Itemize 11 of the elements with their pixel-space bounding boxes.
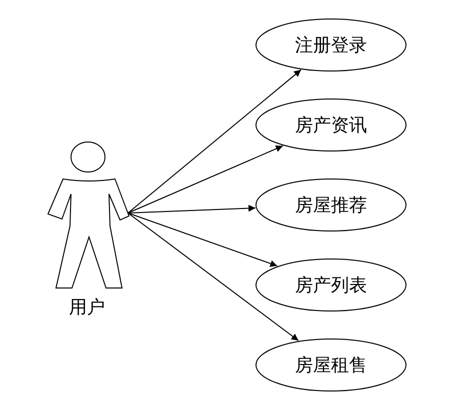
arrow xyxy=(128,212,278,267)
use-case-ellipse: 房屋推荐 xyxy=(255,178,407,232)
arrow xyxy=(128,145,284,214)
use-case-ellipse: 房屋租售 xyxy=(255,338,407,392)
arrow xyxy=(128,69,302,214)
arrow xyxy=(128,212,299,342)
actor-label: 用户 xyxy=(69,296,105,319)
use-case-ellipse: 注册登录 xyxy=(255,18,407,72)
use-case-ellipse: 房产资讯 xyxy=(255,98,407,152)
use-case-ellipse: 房产列表 xyxy=(255,258,407,312)
arrow xyxy=(128,204,256,214)
